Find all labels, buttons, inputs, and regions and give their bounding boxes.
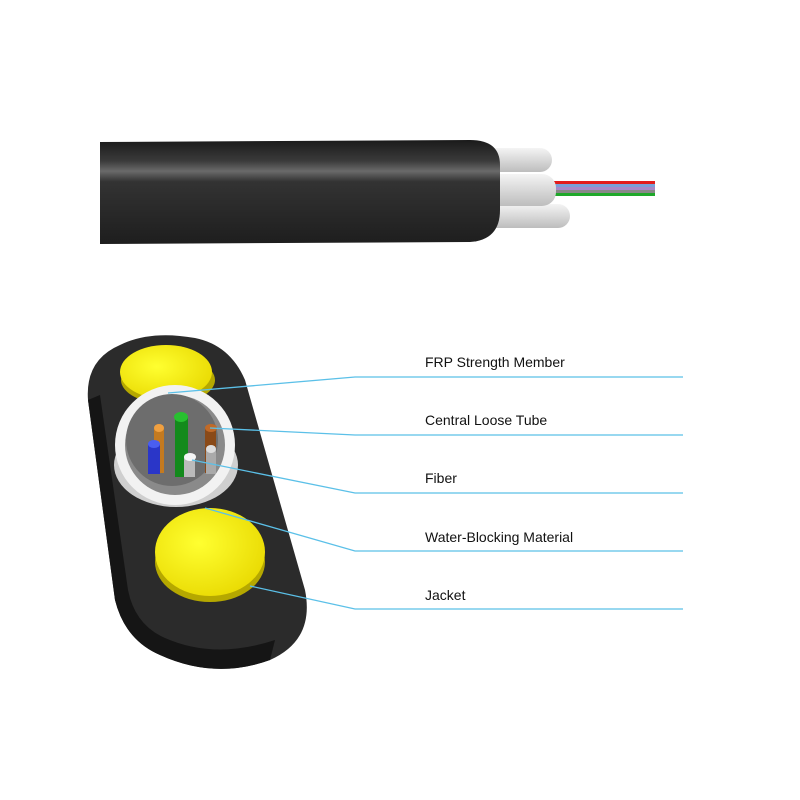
- strength-member-rod-bottom: [478, 204, 570, 228]
- label-fiber: Fiber: [425, 470, 457, 486]
- leader-line-tube: [209, 427, 683, 436]
- leader-line-frp: [167, 376, 683, 394]
- label-jacket: Jacket: [425, 587, 466, 603]
- label-frp-strength-member: FRP Strength Member: [425, 354, 565, 370]
- leader-line-jacket: [249, 585, 683, 610]
- leader-lines: [167, 376, 683, 610]
- cable-side-view: [100, 140, 655, 244]
- leader-line-fiber: [191, 459, 683, 494]
- fiber-bundle: [148, 412, 217, 477]
- fiber-strands: [545, 181, 655, 196]
- frp-strength-member-bottom: [155, 508, 265, 596]
- cable-cross-section: [87, 335, 307, 669]
- label-water-blocking-material: Water-Blocking Material: [425, 529, 574, 545]
- leader-line-water: [204, 507, 683, 552]
- tube-interior-shade: [126, 394, 218, 486]
- jacket-side: [100, 140, 500, 244]
- frp-strength-member-top: [120, 345, 212, 399]
- label-central-loose-tube: Central Loose Tube: [425, 412, 548, 428]
